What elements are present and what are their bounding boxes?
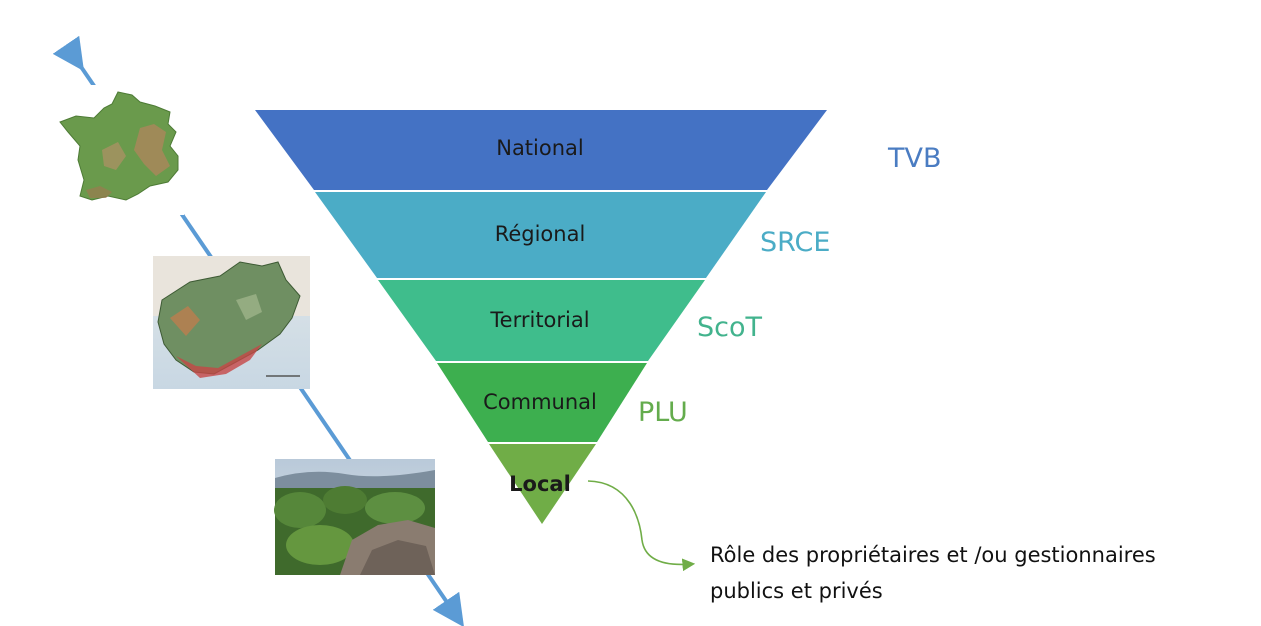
band-national	[255, 110, 827, 190]
band-territorial	[378, 280, 705, 361]
regional-map-image	[153, 256, 310, 389]
band-communal	[437, 363, 647, 442]
level-label-national: National	[496, 136, 584, 160]
level-label-territorial: Territorial	[489, 308, 589, 332]
france-map-image	[58, 85, 184, 215]
level-label-local: Local	[509, 472, 571, 496]
note-arrow	[587, 480, 696, 572]
note-line-2: publics et privés	[710, 579, 883, 603]
level-label-communal: Communal	[483, 390, 597, 414]
acronym-tvb: TVB	[887, 143, 942, 174]
level-label-regional: Régional	[495, 222, 586, 246]
note-line-1: Rôle des propriétaires et /ou gestionnai…	[710, 543, 1156, 567]
pyramid	[255, 110, 827, 524]
acronym-plu: PLU	[638, 397, 688, 428]
band-local	[489, 444, 596, 524]
acronym-srce: SRCE	[760, 227, 830, 258]
band-regional	[315, 192, 766, 278]
acronym-scot: ScoT	[697, 312, 763, 343]
local-landscape-photo	[274, 459, 435, 575]
